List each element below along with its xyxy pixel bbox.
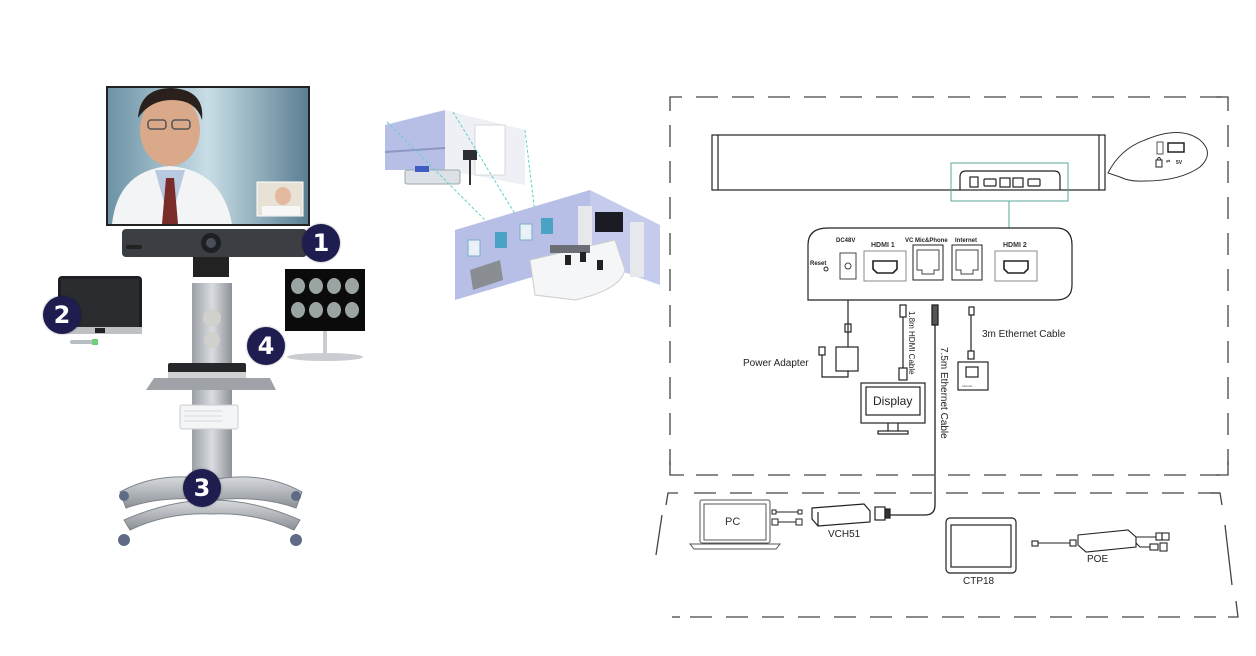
product-illustration	[58, 86, 365, 546]
label-ethernet-long: 7.5m Ethernet Cable	[938, 347, 949, 439]
display-device	[860, 382, 926, 435]
connection-diagram: ⇄ 5V Reset DC48V HDMI 1 VC Mic&Phone	[650, 85, 1256, 630]
ethernet-cable-short	[957, 306, 989, 391]
connection-diagram-svg: ⇄ 5V Reset DC48V HDMI 1 VC Mic&Phone	[655, 96, 1239, 618]
badge-1: 1	[302, 224, 340, 262]
hospital-illustration	[384, 110, 660, 301]
nurse-station	[455, 190, 660, 301]
usb-cables	[771, 509, 803, 526]
ctp18-device	[945, 517, 1017, 574]
badge-3: 3	[183, 469, 221, 507]
patient-room	[384, 110, 525, 185]
label-poe: POE	[1087, 554, 1108, 565]
badge-2: 2	[43, 296, 81, 334]
port-label-internet: Internet	[955, 238, 977, 244]
label-hdmi-cable: 1.8m HDMI Cable	[907, 311, 916, 375]
enlarged-port-panel	[807, 227, 1073, 301]
poe-injector	[1031, 529, 1170, 553]
badge-4: 4	[247, 327, 285, 365]
video-bar-outline	[711, 134, 1106, 191]
pc-laptop	[688, 499, 782, 550]
tv-display	[106, 86, 310, 226]
label-internet-jack: Internet	[962, 384, 972, 388]
port-label-dc: DC48V	[836, 238, 855, 244]
power-adapter	[818, 300, 859, 378]
region-table-border	[655, 492, 1239, 618]
label-display: Display	[873, 394, 912, 408]
video-bar	[122, 229, 307, 277]
usb-symbol: ⇄	[1166, 159, 1170, 165]
medical-monitor	[285, 269, 365, 361]
label-power-adapter: Power Adapter	[743, 358, 809, 369]
port-label-reset: Reset	[810, 261, 826, 267]
ethernet-cable-long	[890, 304, 939, 516]
usb-voltage-label: 5V	[1176, 160, 1183, 166]
port-label-vc-mic: VC Mic&Phone	[905, 238, 948, 244]
hdmi-cable	[898, 304, 908, 381]
vch51-device	[811, 503, 891, 527]
hospital-scene	[375, 110, 665, 310]
label-vch51: VCH51	[828, 529, 861, 540]
label-pc: PC	[725, 516, 740, 528]
side-port-callout	[1107, 132, 1208, 182]
port-label-hdmi2: HDMI 2	[1003, 242, 1027, 249]
port-label-hdmi1: HDMI 1	[871, 242, 895, 249]
product-composite: 1 2 3 4	[0, 0, 380, 651]
region-room-border	[669, 96, 1229, 476]
label-ethernet-short: 3m Ethernet Cable	[982, 329, 1066, 340]
label-ctp18: CTP18	[963, 576, 995, 587]
mini-pc-shelf	[146, 363, 276, 430]
